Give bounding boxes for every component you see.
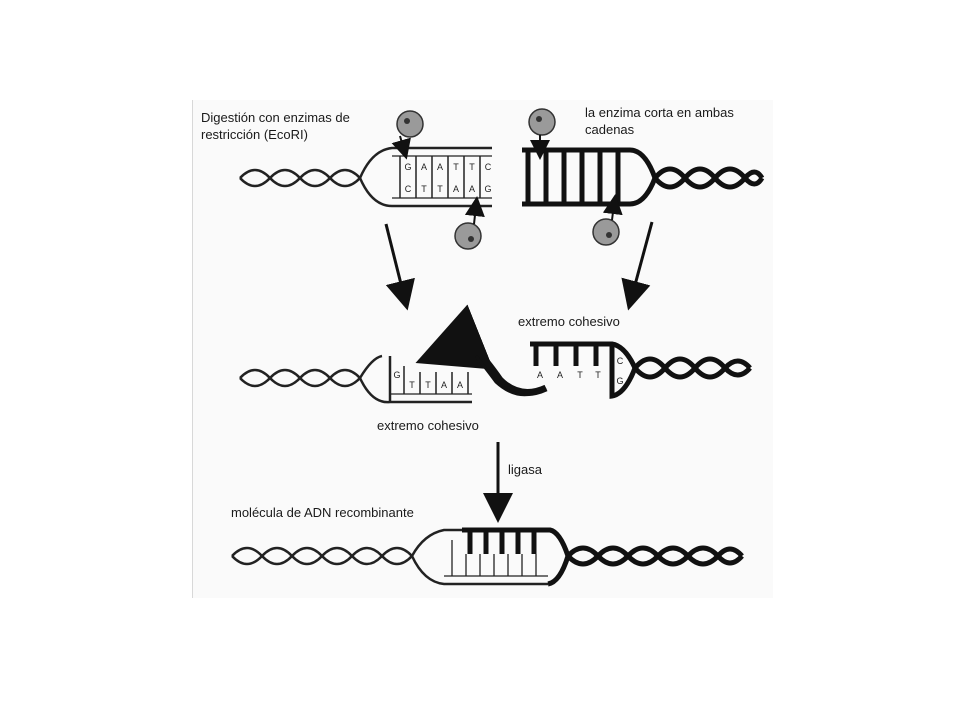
- ligase-label: ligasa: [508, 462, 542, 477]
- base-letter: T: [409, 380, 415, 390]
- sticky-end-rungs-right: [533, 344, 599, 366]
- base-letter: T: [577, 370, 583, 380]
- base-letter: A: [437, 162, 443, 172]
- recombinant-rungs-thick: [467, 530, 537, 554]
- sticky-end-label-left: extremo cohesivo: [377, 418, 479, 433]
- dna-fragment-left: [239, 354, 472, 404]
- base-letter: A: [453, 184, 459, 194]
- base-letter: T: [421, 184, 427, 194]
- enzyme-icon: [592, 194, 623, 246]
- down-arrow-left: [384, 223, 415, 311]
- down-arrow-right: [621, 221, 654, 311]
- base-letter: A: [421, 162, 427, 172]
- base-letter: C: [405, 184, 412, 194]
- base-letter: T: [469, 162, 475, 172]
- base-pair-rungs-right-row1: [525, 150, 621, 204]
- dna-strand-right-row1: [522, 147, 765, 207]
- digestion-label-line2: restricción (EcoRI): [201, 127, 308, 142]
- enzyme-cuts-label-line2: cadenas: [585, 122, 635, 137]
- curved-arrow: [415, 304, 548, 396]
- base-letter: T: [595, 370, 601, 380]
- sticky-end-rungs-left: [403, 366, 469, 394]
- dna-strand-left-row1: [239, 146, 492, 208]
- base-letter: A: [457, 380, 463, 390]
- dna-fragment-right: [530, 341, 752, 399]
- enzyme-icon: [454, 196, 485, 250]
- base-letter: T: [425, 380, 431, 390]
- base-pair-rungs-row1: [399, 156, 481, 198]
- base-letter: T: [453, 162, 459, 172]
- bases-row1: G A A T T C C T T A A G: [404, 162, 491, 194]
- sticky-end-label-right: extremo cohesivo: [518, 314, 620, 329]
- base-letter: G: [616, 376, 623, 386]
- recombinant-dna-molecule: [231, 527, 744, 587]
- base-letter: C: [485, 162, 492, 172]
- base-letter: G: [484, 184, 491, 194]
- base-letter: C: [617, 356, 624, 366]
- base-letter: A: [441, 380, 447, 390]
- base-letter: G: [393, 370, 400, 380]
- recombinant-rungs-thin: [451, 540, 537, 576]
- recombinant-label: molécula de ADN recombinante: [231, 505, 414, 520]
- digestion-label-line1: Digestión con enzimas de: [201, 110, 350, 125]
- bases-left-fragment: G T T A A: [393, 370, 463, 390]
- base-letter: T: [437, 184, 443, 194]
- enzyme-icon: [528, 108, 556, 160]
- base-letter: A: [557, 370, 563, 380]
- base-letter: G: [404, 162, 411, 172]
- enzyme-icon: [391, 110, 424, 160]
- base-letter: A: [469, 184, 475, 194]
- bases-right-fragment: A A T T C G: [537, 356, 624, 386]
- enzyme-cuts-label-line1: la enzima corta en ambas: [585, 105, 734, 120]
- base-letter: A: [537, 370, 543, 380]
